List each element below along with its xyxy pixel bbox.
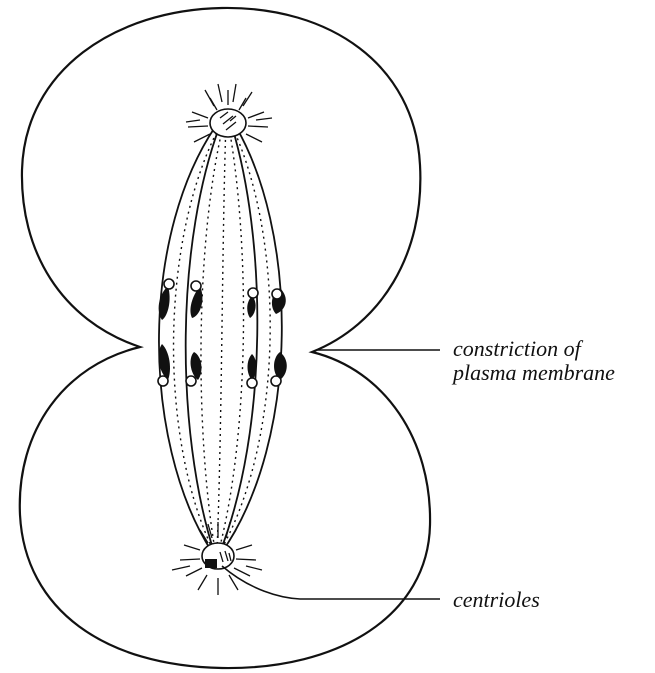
label-constriction-of-plasma-membrane: constriction of plasma membrane: [453, 337, 615, 385]
spindle-fiber-dotted-2: [201, 122, 224, 550]
label-centrioles: centrioles: [453, 588, 540, 612]
spindle-fiber-dotted-3: [217, 122, 226, 550]
spindle-fiber-inner-left: [186, 120, 222, 552]
chromosome-upper-1: [159, 279, 174, 320]
chromosome-lower-2: [186, 352, 201, 386]
spindle-fiber-inner-right: [220, 120, 257, 552]
label-constriction-line1: constriction of: [453, 337, 615, 361]
chromosome-lower-4: [271, 352, 287, 386]
upper-aster: [186, 84, 272, 142]
chromosome-lower-1: [158, 344, 170, 386]
chromosome-upper-2: [190, 281, 202, 318]
chromosome-lower-3: [247, 354, 257, 388]
spindle-fibers: [159, 120, 282, 552]
spindle-fiber-outer-left: [159, 120, 220, 552]
chromosome-upper-4: [272, 288, 286, 314]
label-constriction-line2: plasma membrane: [453, 361, 615, 385]
